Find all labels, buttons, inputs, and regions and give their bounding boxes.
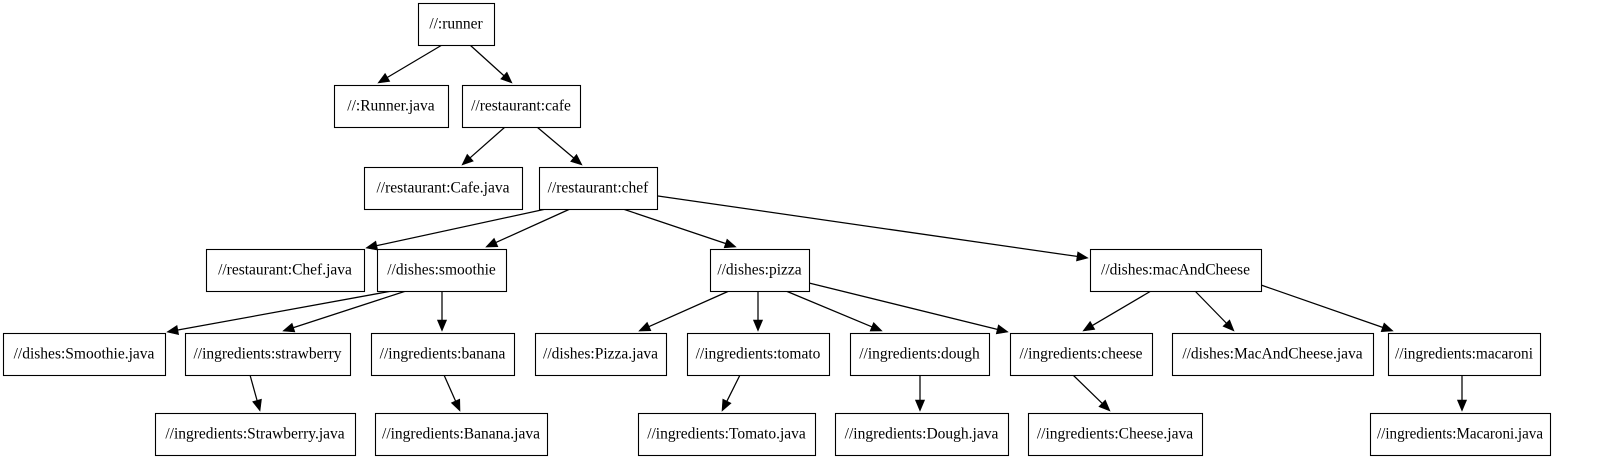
edge-runner-to-runner_java bbox=[377, 44, 443, 84]
node-label-restaurant_chef: //restaurant:chef bbox=[548, 180, 650, 197]
edge-restaurant_chef-to-dishes_pizza bbox=[622, 208, 737, 249]
node-label-strawberry_java: //ingredients:Strawberry.java bbox=[165, 426, 344, 443]
node-banana_java[interactable]: //ingredients:Banana.java bbox=[374, 412, 549, 457]
node-label-runner: //:runner bbox=[429, 16, 483, 33]
node-runner[interactable]: //:runner bbox=[417, 2, 496, 47]
node-label-ing_dough: //ingredients:dough bbox=[859, 346, 980, 363]
edge-ing_macaroni-to-macaroni_java bbox=[1456, 375, 1468, 412]
node-runner_java[interactable]: //:Runner.java bbox=[333, 84, 450, 129]
edge-dishes_pizza-to-ing_tomato bbox=[752, 291, 764, 332]
node-label-dishes_macandchs: //dishes:macAndCheese bbox=[1101, 262, 1250, 279]
node-dishes_macandchs[interactable]: //dishes:macAndCheese bbox=[1089, 248, 1263, 293]
edge-dishes_macandchs-to-macandchs_java bbox=[1194, 290, 1235, 332]
edge-restaurant_chef-to-chef_java bbox=[365, 208, 547, 251]
edge-ing_cheese-to-cheese_java bbox=[1072, 374, 1111, 412]
edge-restaurant_chef-to-dishes_smoothie bbox=[485, 208, 571, 248]
node-cheese_java[interactable]: //ingredients:Cheese.java bbox=[1027, 412, 1204, 457]
edge-ing_strawberry-to-strawberry_java bbox=[249, 374, 262, 412]
edge-ing_tomato-to-tomato_java bbox=[721, 374, 741, 412]
node-ing_tomato[interactable]: //ingredients:tomato bbox=[686, 332, 831, 377]
node-label-ing_banana: //ingredients:banana bbox=[380, 346, 506, 363]
node-label-smoothie_java: //dishes:Smoothie.java bbox=[14, 346, 155, 363]
edge-dishes_macandchs-to-ing_macaroni bbox=[1260, 284, 1394, 333]
node-label-runner_java: //:Runner.java bbox=[347, 98, 435, 115]
edge-dishes_pizza-to-ing_cheese bbox=[808, 282, 1009, 335]
node-restaurant_cafe[interactable]: //restaurant:cafe bbox=[461, 84, 582, 129]
node-ing_banana[interactable]: //ingredients:banana bbox=[370, 332, 516, 377]
edge-runner-to-restaurant_cafe bbox=[469, 44, 513, 84]
node-label-banana_java: //ingredients:Banana.java bbox=[382, 426, 540, 443]
node-ing_macaroni[interactable]: //ingredients:macaroni bbox=[1387, 332, 1542, 377]
edge-layer bbox=[166, 44, 1468, 412]
node-label-ing_macaroni: //ingredients:macaroni bbox=[1395, 346, 1534, 363]
edge-dishes_macandchs-to-ing_cheese bbox=[1082, 290, 1152, 332]
node-cafe_java[interactable]: //restaurant:Cafe.java bbox=[363, 166, 524, 211]
edge-ing_dough-to-dough_java bbox=[914, 375, 926, 412]
node-chef_java[interactable]: //restaurant:Chef.java bbox=[205, 248, 366, 293]
node-layer: //:runner //:Runner.java //restaurant:cafe… bbox=[2, 2, 1552, 457]
edge-restaurant_cafe-to-restaurant_chef bbox=[536, 126, 583, 166]
node-ing_cheese[interactable]: //ingredients:cheese bbox=[1009, 332, 1154, 377]
edge-ing_banana-to-banana_java bbox=[443, 374, 461, 412]
node-dishes_smoothie[interactable]: //dishes:smoothie bbox=[376, 248, 508, 293]
node-dough_java[interactable]: //ingredients:Dough.java bbox=[834, 412, 1010, 457]
node-label-dishes_smoothie: //dishes:smoothie bbox=[387, 262, 496, 279]
node-macandchs_java[interactable]: //dishes:MacAndCheese.java bbox=[1171, 332, 1375, 377]
node-label-dough_java: //ingredients:Dough.java bbox=[845, 426, 999, 443]
node-label-chef_java: //restaurant:Chef.java bbox=[218, 262, 352, 279]
node-label-tomato_java: //ingredients:Tomato.java bbox=[647, 426, 806, 443]
node-label-cheese_java: //ingredients:Cheese.java bbox=[1037, 426, 1193, 443]
edge-dishes_smoothie-to-smoothie_java bbox=[166, 290, 393, 335]
edge-dishes_pizza-to-pizza_java bbox=[638, 290, 730, 332]
node-ing_dough[interactable]: //ingredients:dough bbox=[849, 332, 991, 377]
node-label-pizza_java: //dishes:Pizza.java bbox=[543, 346, 658, 363]
node-pizza_java[interactable]: //dishes:Pizza.java bbox=[534, 332, 668, 377]
edge-dishes_smoothie-to-ing_strawberry bbox=[282, 290, 407, 333]
node-smoothie_java[interactable]: //dishes:Smoothie.java bbox=[2, 332, 167, 377]
node-label-macaroni_java: //ingredients:Macaroni.java bbox=[1377, 426, 1543, 443]
node-strawberry_java[interactable]: //ingredients:Strawberry.java bbox=[154, 412, 357, 457]
edge-dishes_smoothie-to-ing_banana bbox=[436, 291, 448, 332]
edge-restaurant_chef-to-dishes_macandchs bbox=[657, 195, 1089, 262]
edge-restaurant_cafe-to-cafe_java bbox=[461, 126, 506, 166]
node-label-ing_tomato: //ingredients:tomato bbox=[696, 346, 821, 363]
node-restaurant_chef[interactable]: //restaurant:chef bbox=[538, 166, 659, 211]
node-label-macandchs_java: //dishes:MacAndCheese.java bbox=[1182, 346, 1362, 363]
node-label-dishes_pizza: //dishes:pizza bbox=[717, 262, 801, 279]
node-label-ing_strawberry: //ingredients:strawberry bbox=[193, 346, 341, 363]
node-ing_strawberry[interactable]: //ingredients:strawberry bbox=[184, 332, 352, 377]
node-label-ing_cheese: //ingredients:cheese bbox=[1019, 346, 1142, 363]
node-macaroni_java[interactable]: //ingredients:Macaroni.java bbox=[1369, 412, 1552, 457]
node-label-cafe_java: //restaurant:Cafe.java bbox=[377, 180, 510, 197]
edge-dishes_pizza-to-ing_dough bbox=[785, 290, 883, 332]
node-dishes_pizza[interactable]: //dishes:pizza bbox=[709, 248, 811, 293]
node-tomato_java[interactable]: //ingredients:Tomato.java bbox=[637, 412, 817, 457]
node-label-restaurant_cafe: //restaurant:cafe bbox=[471, 98, 571, 115]
